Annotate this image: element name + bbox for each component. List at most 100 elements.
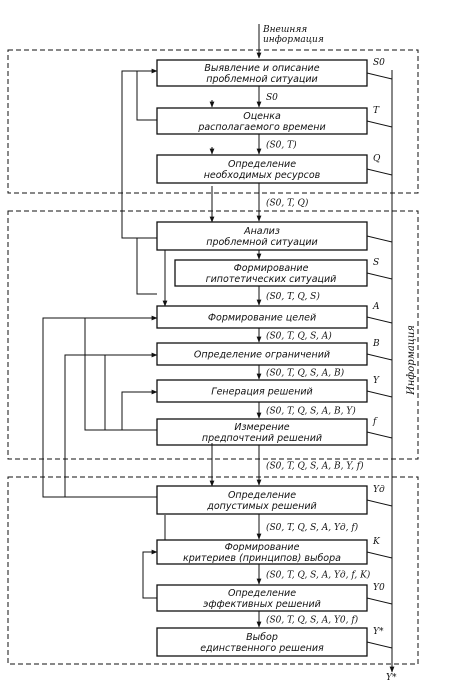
output-connector <box>366 431 393 439</box>
box-output-label: K <box>372 537 381 547</box>
process-box-frame <box>156 485 368 515</box>
box-output-label: T <box>373 106 380 116</box>
process-box-frame <box>156 539 368 565</box>
output-connector <box>366 168 393 176</box>
output-connector <box>366 272 393 280</box>
flow-label: S0 <box>266 93 278 103</box>
process-box-text: Формирование целей <box>208 313 316 324</box>
process-box-text: критериев (принципов) выбора <box>183 553 341 564</box>
process-box-text: необходимых ресурсов <box>204 170 321 181</box>
box-output-label: Yд <box>373 485 385 495</box>
process-box-frame <box>156 627 368 657</box>
feedback-analysis-to-detection <box>121 68 158 239</box>
process-box-6: Формирование целей A <box>156 302 393 329</box>
feedback-lines <box>42 68 215 599</box>
final-output-label: Y* <box>386 673 397 683</box>
external-info-label-line1: Внешняя <box>262 25 307 35</box>
process-box-text: Определение <box>228 490 296 501</box>
process-box-text: допустимых решений <box>206 501 316 512</box>
process-box-frame <box>156 584 368 612</box>
process-box-text: проблемной ситуации <box>206 74 317 85</box>
process-box-text: Выбор <box>246 632 278 643</box>
flow-label: (S0, T, Q, S, A, B) <box>266 368 345 379</box>
box-output-label: Y <box>373 376 380 386</box>
output-connector <box>366 353 393 361</box>
process-box-text: гипотетических ситуаций <box>206 274 337 285</box>
stage-frame-2 <box>7 210 419 460</box>
stage-frames <box>7 49 419 665</box>
box-output-label: Q <box>373 154 381 164</box>
process-box-frame <box>174 259 368 287</box>
process-box-frame <box>156 418 368 446</box>
feedback-effective-to-criteria <box>142 549 158 599</box>
process-box-text: эффективных решений <box>203 599 321 610</box>
flow-links: S0 (S0, T) (S0, T, Q) (S0, T, Q, S) (S0, T, … <box>209 86 371 628</box>
process-box-frame <box>156 107 368 135</box>
process-box-7: Определение ограничений B <box>156 339 393 366</box>
flow-label: (S0, T, Q, S, A) <box>266 331 332 342</box>
box-output-label: Y* <box>373 627 384 637</box>
process-box-text: Выявление и описание <box>204 63 319 74</box>
flow-label: (S0, T, Q) <box>266 198 309 209</box>
box-output-label: f <box>372 417 378 427</box>
flow-label: (S0, T, Q, S, A, Yд, f) <box>266 522 359 533</box>
output-connector <box>366 499 393 507</box>
box-output-label: S0 <box>373 58 385 68</box>
feedback-admissible-to-goals <box>42 315 158 498</box>
process-box-text: располагаемого времени <box>197 122 325 133</box>
output-connector <box>366 390 393 398</box>
stage-frame-3 <box>7 476 419 665</box>
process-box-text: Анализ <box>243 226 280 237</box>
feedback-time-to-detection <box>136 71 157 121</box>
process-box-text: Определение <box>228 588 296 599</box>
process-box-frame <box>156 221 368 251</box>
output-connector <box>366 551 393 559</box>
output-connector <box>366 597 393 605</box>
output-connector <box>366 120 393 128</box>
flow-label: (S0, T, Q, S, A, Y0, f) <box>266 615 359 626</box>
process-box-text: предпочтений решений <box>202 433 322 444</box>
output-connector <box>366 235 393 243</box>
flow-label: (S0, T, Q, S, A, B, Y, f) <box>266 461 364 472</box>
process-box-text: единственного решения <box>200 643 324 654</box>
stage-frame-1 <box>7 49 419 194</box>
flow-label: (S0, T) <box>266 140 297 151</box>
box-output-label: B <box>372 339 380 349</box>
flow-label: (S0, T, Q, S, A, Yд, f, K) <box>266 570 371 581</box>
process-box-text: Генерация решений <box>211 387 312 398</box>
process-box-text: проблемной ситуации <box>206 237 317 248</box>
process-box-text: Определение <box>228 159 296 170</box>
analysis-to-goals-bypass <box>136 237 157 295</box>
process-box-text: Формирование <box>225 542 300 553</box>
output-connector <box>366 316 393 324</box>
box-output-label: A <box>372 302 380 312</box>
external-info-label-line2: информация <box>263 35 324 45</box>
box-output-label: S <box>373 258 379 268</box>
output-connector <box>366 72 393 80</box>
process-box-text: Измерение <box>234 422 289 433</box>
output-connector <box>366 641 393 649</box>
flow-label: (S0, T, Q, S) <box>266 291 320 302</box>
process-box-text: Оценка <box>243 111 281 122</box>
feedback-preferences-to-goals <box>84 318 157 431</box>
box-output-label: Y0 <box>373 583 385 593</box>
feedback-preferences-to-generation <box>121 389 158 431</box>
process-box-text: Определение ограничений <box>194 350 330 361</box>
flow-label: (S0, T, Q, S, A, B, Y) <box>266 406 356 417</box>
side-information-label: Информация <box>406 325 417 396</box>
process-box-frame <box>156 59 368 87</box>
process-box-8: Генерация решений Y <box>156 376 393 403</box>
feedback-admissible-to-constraints <box>64 352 158 498</box>
